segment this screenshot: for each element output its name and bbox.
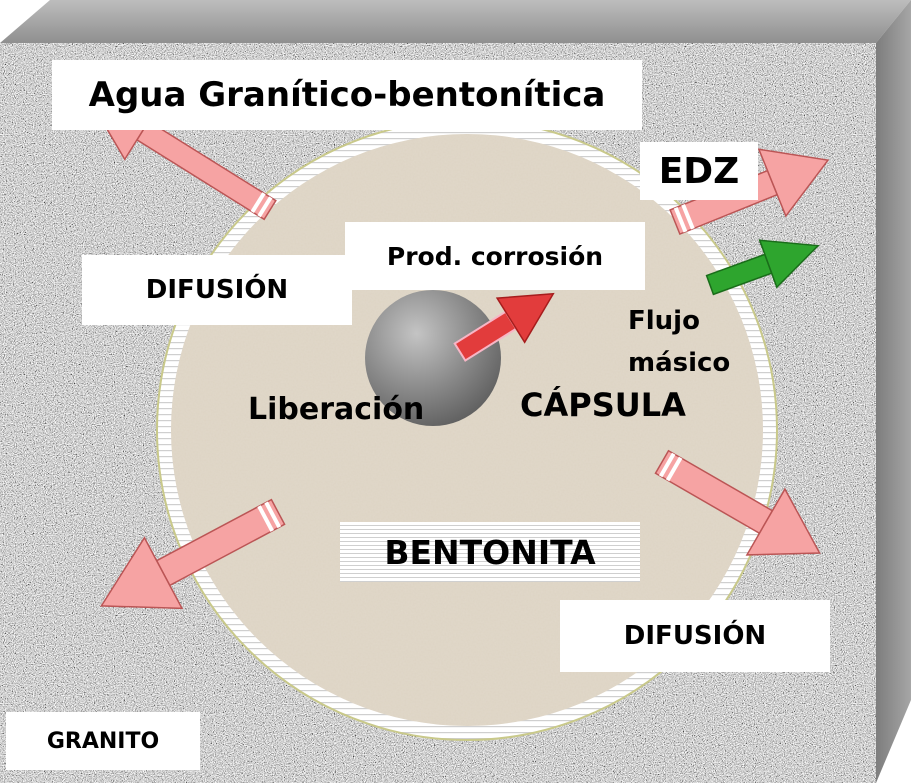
diffusion-label-right: DIFUSIÓN	[560, 600, 830, 672]
block-side-face	[876, 0, 911, 783]
mass-flow-label-line1: Flujo	[628, 306, 700, 336]
corrosion-arrow	[453, 292, 555, 362]
mass-flow-label-line2: másico	[628, 348, 731, 378]
diffusion-arrow-lower-left	[100, 498, 286, 610]
granite-label: GRANITO	[6, 712, 200, 770]
capsule-sphere	[365, 290, 501, 426]
corrosion-products-label: Prod. corrosión	[345, 222, 645, 290]
capsule-label: CÁPSULA	[520, 386, 686, 424]
water-label: Agua Granítico-bentonítica	[52, 60, 642, 130]
release-label: Liberación	[248, 392, 425, 427]
bentonite-label: BENTONITA	[340, 522, 640, 582]
edz-label: EDZ	[640, 142, 758, 200]
diffusion-arrow-lower-right	[654, 449, 821, 556]
diffusion-label-left: DIFUSIÓN	[82, 255, 352, 325]
mass-flow-arrow	[705, 239, 820, 296]
block-top-face	[0, 0, 911, 43]
